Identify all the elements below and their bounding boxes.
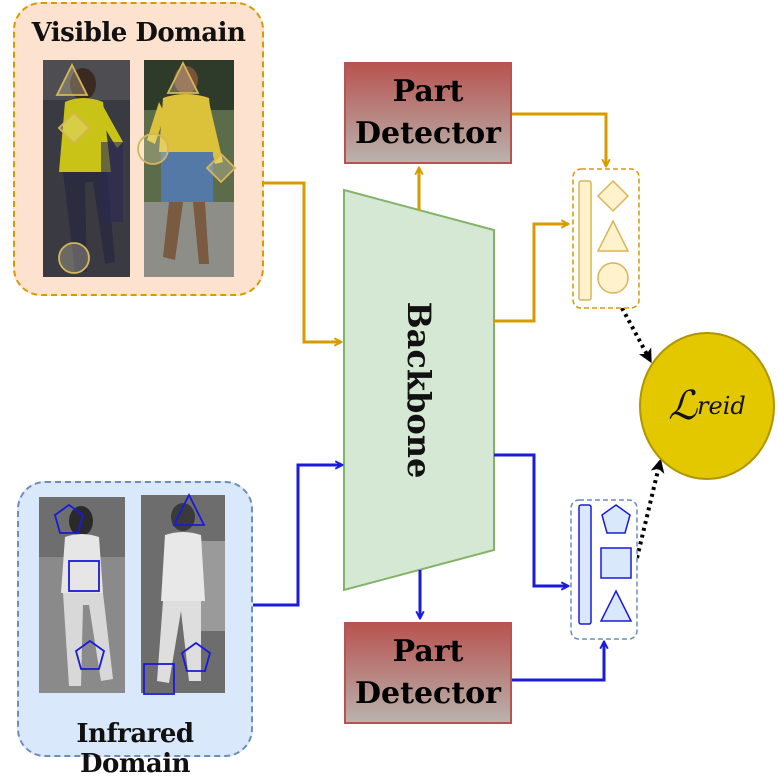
part-detector-top: Part Detector bbox=[344, 62, 512, 164]
global-feature-bar bbox=[578, 504, 592, 625]
loss-symbol: ℒ bbox=[668, 383, 698, 429]
backbone-trapezoid bbox=[343, 188, 495, 592]
visible-person-photo-2 bbox=[144, 60, 234, 277]
visible-to-backbone-arrow bbox=[264, 181, 341, 342]
square-icon bbox=[68, 560, 100, 592]
visible-person-photo-1 bbox=[43, 60, 130, 277]
visible-images bbox=[43, 60, 237, 277]
top-detector-to-features-arrow bbox=[512, 112, 606, 166]
infrared-domain-title: Infrared Domain bbox=[76, 719, 194, 779]
diagram-canvas bbox=[253, 112, 665, 682]
part-detector-bottom-label: Part Detector bbox=[355, 634, 501, 711]
backbone-to-infrared-features-arrow bbox=[494, 453, 568, 586]
triangle-icon bbox=[596, 219, 630, 252]
pentagon-icon bbox=[180, 641, 212, 672]
visible-feature-group bbox=[572, 168, 640, 309]
diamond-icon bbox=[596, 179, 630, 213]
visible-domain-panel: Visible Domain bbox=[13, 2, 264, 296]
triangle-icon bbox=[599, 589, 633, 622]
infrared-part-markers bbox=[53, 492, 212, 695]
circle-icon bbox=[137, 133, 169, 165]
square-icon bbox=[600, 547, 632, 579]
infrared-to-backbone-arrow bbox=[253, 465, 342, 607]
triangle-icon bbox=[166, 60, 200, 94]
infrared-domain-panel: Infrared Domain bbox=[17, 481, 253, 779]
visible-part-markers bbox=[55, 60, 237, 274]
backbone-to-visible-features-arrow bbox=[494, 224, 568, 323]
backbone-label: Backbone bbox=[400, 301, 438, 479]
infrared-features-to-loss-arrow bbox=[635, 458, 665, 559]
loss-subscript: reid bbox=[697, 392, 746, 420]
triangle-icon bbox=[172, 492, 206, 526]
diamond-icon bbox=[57, 111, 91, 145]
pentagon-icon bbox=[601, 504, 631, 534]
bottom-detector-to-features-arrow bbox=[512, 642, 604, 682]
infrared-person-photo-1 bbox=[39, 497, 125, 693]
infrared-images bbox=[39, 492, 225, 695]
infrared-person-photo-2 bbox=[141, 495, 225, 693]
part-detector-top-label: Part Detector bbox=[355, 74, 501, 151]
circle-icon bbox=[597, 262, 629, 294]
global-feature-bar bbox=[578, 180, 592, 301]
visible-features-to-loss-arrow bbox=[620, 307, 652, 364]
triangle-icon bbox=[55, 62, 89, 96]
diamond-icon bbox=[205, 152, 237, 184]
circle-icon bbox=[58, 242, 90, 274]
visible-domain-title: Visible Domain bbox=[31, 18, 246, 48]
part-detector-bottom: Part Detector bbox=[344, 622, 512, 724]
pentagon-icon bbox=[53, 503, 85, 534]
pentagon-icon bbox=[74, 639, 106, 670]
square-icon bbox=[143, 663, 175, 695]
infrared-feature-group bbox=[570, 499, 638, 640]
